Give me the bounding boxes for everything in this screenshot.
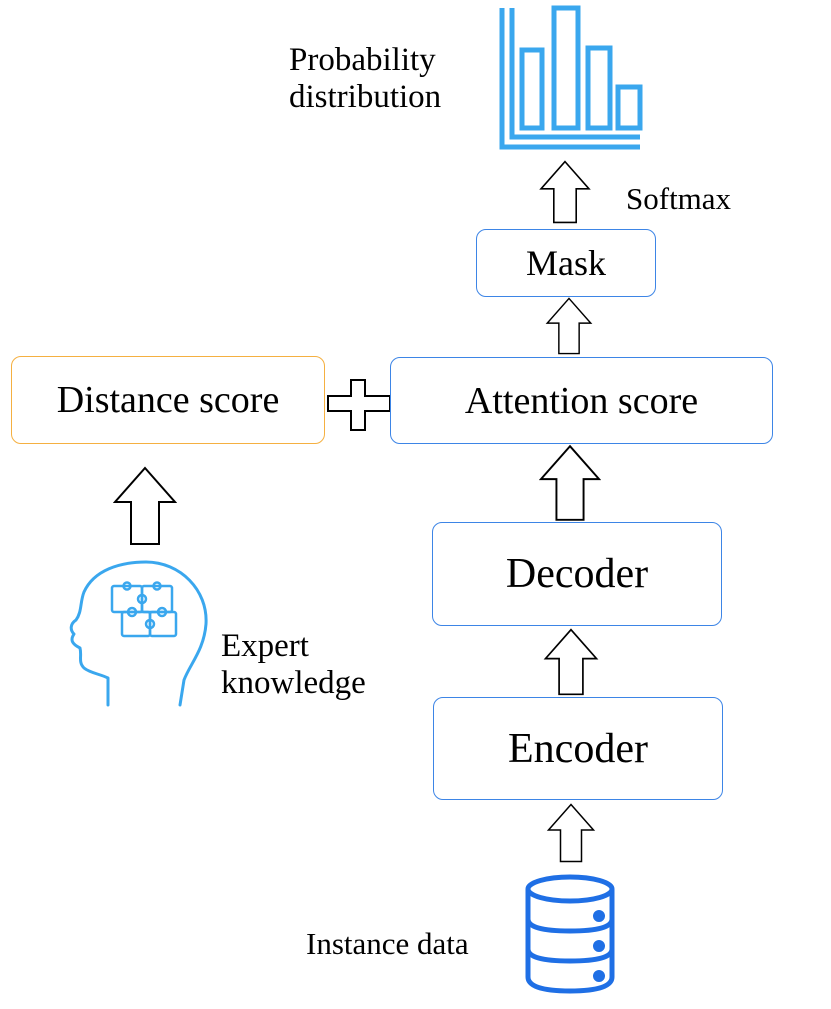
up-arrow-icon <box>539 445 601 521</box>
probability-distribution-label: Probability distribution <box>289 42 441 116</box>
instance-data-label: Instance data <box>306 926 469 961</box>
bar-chart-icon <box>499 5 643 150</box>
decoder-label: Decoder <box>505 551 649 597</box>
database-icon <box>525 874 615 994</box>
probability-label-line1: Probability <box>289 42 436 78</box>
distance-score-label: Distance score <box>56 379 280 421</box>
up-arrow-icon <box>544 628 598 696</box>
softmax-label: Softmax <box>626 181 732 216</box>
encoder-label: Encoder <box>508 725 648 772</box>
encoder-box: Encoder <box>433 697 723 800</box>
expert-label-line1: Expert <box>221 628 309 664</box>
up-arrow-icon <box>547 803 595 863</box>
plus-icon <box>327 379 391 431</box>
mask-label: Mask <box>526 243 606 283</box>
up-arrow-icon <box>113 466 177 546</box>
attention-score-label: Attention score <box>464 379 699 422</box>
expert-knowledge-label: Expert knowledge <box>221 628 366 702</box>
mask-box: Mask <box>476 229 656 297</box>
head-puzzle-icon <box>69 560 208 707</box>
decoder-box: Decoder <box>432 522 722 626</box>
probability-label-line2: distribution <box>289 78 442 115</box>
up-arrow-icon <box>546 297 592 355</box>
distance-score-box: Distance score <box>11 356 325 444</box>
expert-label-line2: knowledge <box>221 664 366 701</box>
up-arrow-icon <box>540 160 590 224</box>
attention-score-box: Attention score <box>390 357 773 444</box>
